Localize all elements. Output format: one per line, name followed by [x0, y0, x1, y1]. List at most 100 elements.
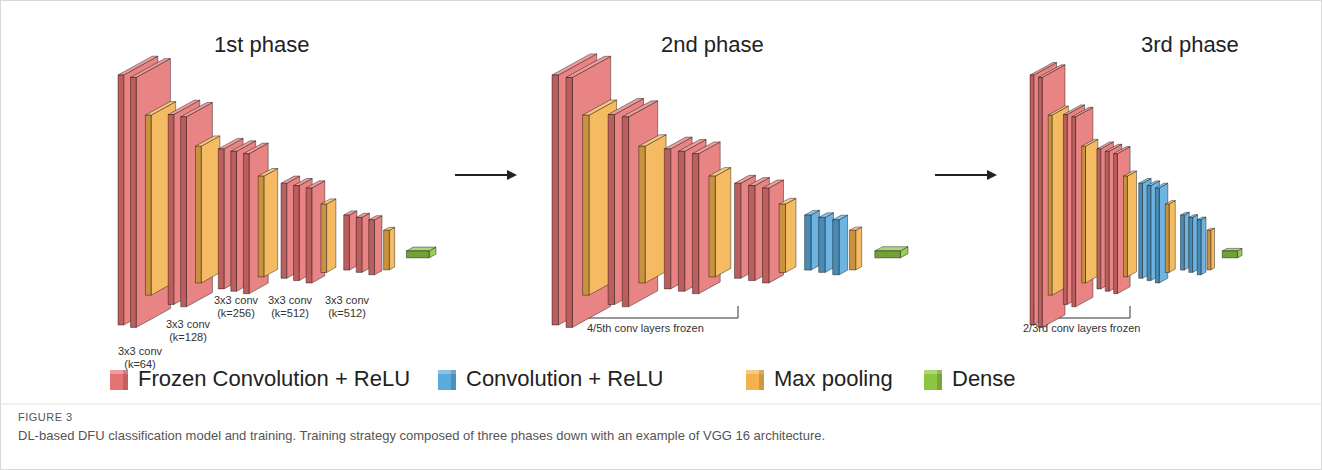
conv-layer [1114, 154, 1118, 294]
conv-layer [566, 56, 611, 77]
pooling-layer [1211, 228, 1215, 270]
dense-layer [406, 251, 429, 258]
phase-title: 1st phase [214, 32, 309, 58]
conv-layer [805, 210, 820, 215]
legend-swatch [110, 370, 128, 390]
conv-layer [281, 183, 287, 278]
conv-layer [1155, 183, 1167, 188]
legend-swatch [924, 370, 942, 390]
conv-layer [306, 181, 325, 188]
phase-title: 3rd phase [1141, 32, 1239, 58]
conv-layer [1072, 107, 1093, 117]
conv-layer [181, 117, 187, 307]
legend-swatch [438, 370, 456, 390]
legend-swatch [746, 370, 764, 390]
conv-layer [819, 213, 834, 218]
conv-layer [1181, 215, 1185, 270]
phase-arrow [935, 174, 995, 176]
pooling-layer [639, 135, 666, 147]
legend-text: Max pooling [774, 366, 893, 392]
conv-layer [622, 117, 628, 307]
conv-layer [1181, 212, 1190, 215]
conv-layer [168, 115, 174, 305]
bracket-label: 4/5th conv layers frozen [587, 322, 704, 334]
pooling-layer [1048, 115, 1052, 295]
conv-layer [1184, 212, 1189, 270]
pooling-layer [645, 135, 666, 283]
conv-layer [1038, 77, 1042, 327]
legend-text: Frozen Convolution + ReLU [138, 366, 410, 392]
pooling-layer [709, 176, 715, 277]
conv-layer [825, 213, 833, 273]
conv-layer [735, 183, 741, 278]
conv-layer [356, 217, 362, 272]
conv-layer [763, 188, 769, 283]
conv-layer [1193, 215, 1198, 273]
conv-layer [181, 103, 213, 117]
pooling-layer [709, 168, 731, 177]
conv-layer [1105, 151, 1109, 291]
conv-layer [1147, 186, 1151, 281]
pooling-layer [258, 176, 264, 277]
layer-label: 3x3 conv (k=256) [210, 294, 262, 319]
conv-layer [1189, 215, 1198, 218]
conv-layer [833, 220, 839, 275]
pooling-layer [264, 169, 278, 277]
layer-label: 3x3 conv (k=128) [162, 318, 214, 343]
pooling-layer [1207, 230, 1211, 270]
phase-title: 2nd phase [661, 32, 764, 58]
pooling-layer [779, 198, 796, 204]
conv-layer [735, 175, 756, 183]
pooling-layer [715, 168, 731, 277]
pooling-layer [145, 115, 151, 295]
pooling-layer [389, 227, 394, 270]
conv-layer [1038, 65, 1065, 78]
dense-layer [406, 247, 436, 251]
conv-layer [131, 77, 137, 327]
pooling-layer [639, 146, 645, 283]
dense-layer [875, 251, 901, 258]
pooling-layer [583, 115, 589, 295]
pooling-layer [327, 199, 336, 273]
conv-layer [678, 151, 684, 291]
conv-layer [375, 216, 383, 275]
pooling-layer [1082, 139, 1098, 146]
conv-layer [763, 180, 784, 188]
pooling-layer [384, 227, 395, 230]
conv-layer [811, 210, 819, 270]
pooling-layer [849, 230, 855, 270]
conv-layer [281, 176, 300, 183]
conv-layer [369, 220, 375, 275]
conv-layer [833, 215, 848, 220]
conv-layer [131, 59, 171, 78]
conv-layer [231, 151, 237, 291]
phase-arrow [455, 174, 515, 176]
pooling-layer [321, 199, 336, 204]
dense-layer [875, 247, 908, 251]
conv-layer [1155, 188, 1159, 283]
conv-layer [1097, 149, 1101, 289]
conv-layer [1105, 144, 1122, 151]
conv-layer [344, 211, 357, 215]
conv-layer [839, 215, 847, 275]
conv-layer [608, 115, 614, 305]
conv-layer [692, 142, 720, 154]
pooling-layer [258, 169, 278, 177]
conv-layer [1072, 117, 1076, 307]
conv-layer [552, 75, 558, 325]
conv-layer [692, 154, 698, 294]
layer-label: 3x3 conv (k=512) [264, 294, 316, 319]
conv-layer [356, 213, 369, 217]
pooling-layer [196, 136, 220, 146]
pooling-layer [196, 146, 202, 283]
conv-layer [664, 149, 670, 289]
conv-layer [819, 217, 825, 272]
pooling-layer [856, 227, 862, 270]
caption-rule [0, 404, 1322, 405]
conv-layer [1147, 181, 1160, 186]
pooling-layer [849, 227, 861, 230]
conv-layer [306, 188, 312, 283]
conv-layer [1063, 115, 1067, 305]
pooling-layer [1124, 176, 1128, 277]
conv-layer [622, 101, 658, 117]
